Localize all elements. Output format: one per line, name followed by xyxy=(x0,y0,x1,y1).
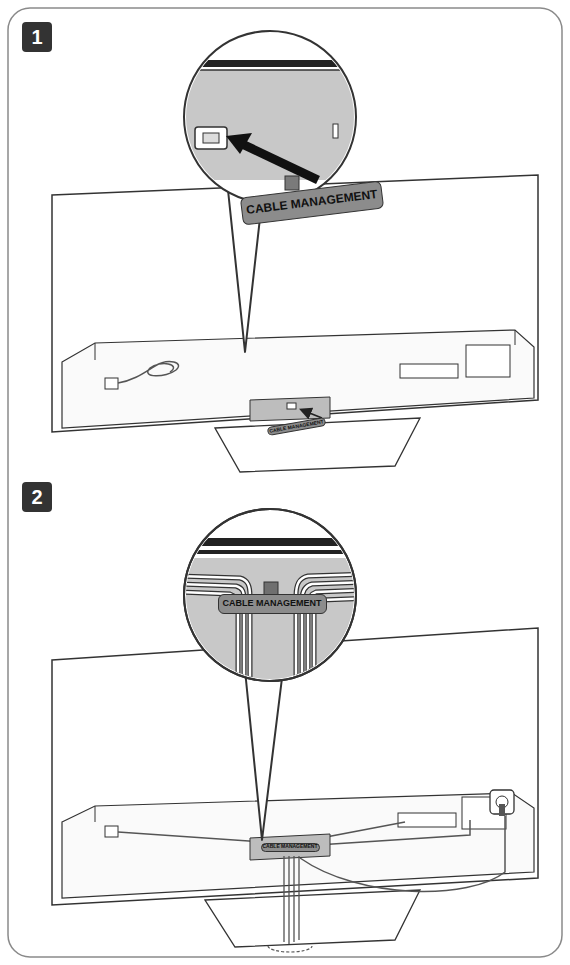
cable-management-clip: CABLE MANAGEMENT xyxy=(266,416,326,435)
step-number-text: 1 xyxy=(31,26,42,48)
tv-step-1 xyxy=(52,31,538,472)
tv-step-2 xyxy=(52,509,538,952)
clip-label: CABLE MANAGEMENT xyxy=(268,419,323,434)
step-number-text: 2 xyxy=(31,486,42,508)
clip-label: CABLE MANAGEMENT xyxy=(246,188,379,217)
cable-management-clip: CABLE MANAGEMENT xyxy=(261,843,320,852)
clip-label: CABLE MANAGEMENT xyxy=(223,599,322,609)
clip-label: CABLE MANAGEMENT xyxy=(263,844,318,850)
frame xyxy=(8,8,562,957)
cable-management-clip: CABLE MANAGEMENT xyxy=(218,594,327,614)
step-number: 2 xyxy=(22,482,52,512)
step-number: 1 xyxy=(22,22,52,52)
cable-management-clip: CABLE MANAGEMENT xyxy=(240,180,384,225)
